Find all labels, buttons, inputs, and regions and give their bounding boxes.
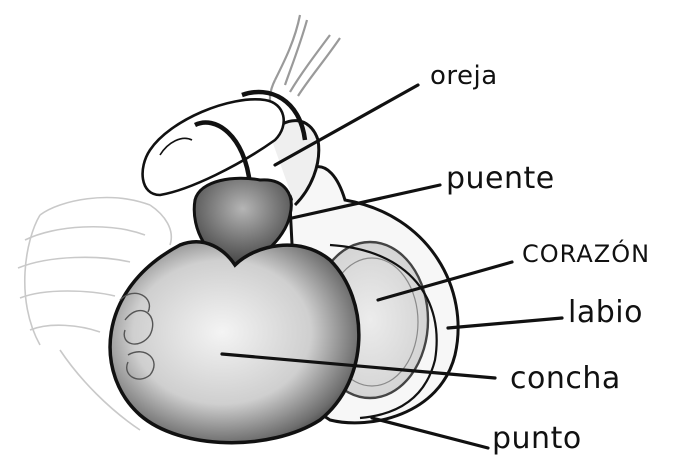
- label-punto: punto: [492, 421, 582, 456]
- leader-labio: [448, 318, 562, 328]
- leader-punto: [372, 418, 488, 448]
- label-puente: puente: [446, 161, 555, 196]
- label-concha: concha: [510, 361, 621, 396]
- labels: oreja puente CORAZÓN labio concha punto: [430, 61, 650, 456]
- label-labio: labio: [568, 295, 643, 330]
- label-oreja: oreja: [430, 61, 498, 91]
- label-corazon: CORAZÓN: [522, 238, 650, 268]
